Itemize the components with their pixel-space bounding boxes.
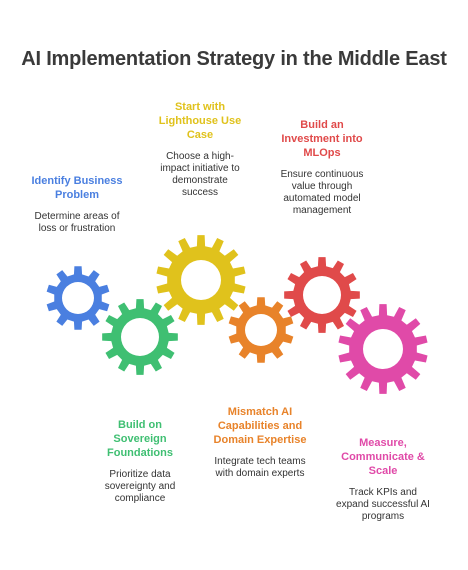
gear-shape xyxy=(46,266,110,330)
gear-icon-start-with-lighthouse-use-case xyxy=(156,235,246,325)
step-title: Identify Business Problem xyxy=(31,175,123,201)
step-title: Build an Investment into MLOps xyxy=(281,119,363,159)
step-description: Determine areas of loss or frustration xyxy=(34,211,120,234)
step-description: Ensure continuous value through automate… xyxy=(280,169,364,216)
gear-shape xyxy=(102,299,178,375)
step-title: Build on Sovereign Foundations xyxy=(107,419,173,459)
gear-icon-mismatch-ai-capabilities xyxy=(228,297,294,363)
gear-icon-build-on-sovereign-foundations xyxy=(102,299,178,375)
gear-shape xyxy=(284,257,360,333)
step-title: Measure, Communicate & Scale xyxy=(341,437,425,477)
step-title: Start with Lighthouse Use Case xyxy=(158,101,242,141)
step-title: Mismatch AI Capabilities and Domain Expe… xyxy=(213,406,307,446)
gear-shape xyxy=(156,235,246,325)
step-start-with-lighthouse-use-case: Start with Lighthouse Use Case Choose a … xyxy=(154,100,246,199)
gear-icon-build-investment-into-mlops xyxy=(284,257,360,333)
step-description: Integrate tech teams with domain experts xyxy=(214,456,306,479)
page-title: AI Implementation Strategy in the Middle… xyxy=(21,48,447,70)
step-build-investment-into-mlops: Build an Investment into MLOps Ensure co… xyxy=(272,118,372,217)
gear-shape xyxy=(338,304,428,394)
gear-icon-measure-communicate-scale xyxy=(338,304,428,394)
step-build-on-sovereign-foundations: Build on Sovereign Foundations Prioritiz… xyxy=(95,418,185,505)
step-description: Prioritize data sovereignty and complian… xyxy=(104,469,176,504)
step-identify-business-problem: Identify Business Problem Determine area… xyxy=(27,174,127,235)
step-mismatch-ai-capabilities: Mismatch AI Capabilities and Domain Expe… xyxy=(209,405,311,480)
step-description: Track KPIs and expand successful AI prog… xyxy=(336,487,430,522)
step-measure-communicate-scale: Measure, Communicate & Scale Track KPIs … xyxy=(335,436,431,523)
step-description: Choose a high-impact initiative to demon… xyxy=(160,151,240,198)
gear-icon-identify-business-problem xyxy=(46,266,110,330)
gear-shape xyxy=(228,297,294,363)
